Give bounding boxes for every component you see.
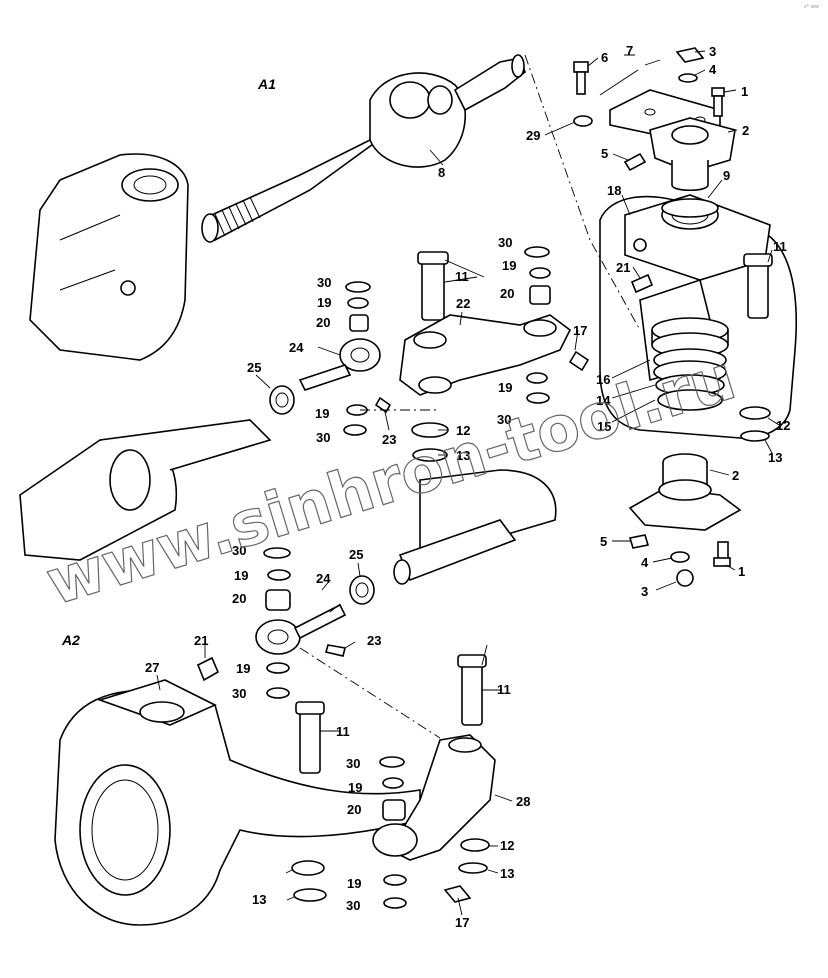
callout-30: 30 bbox=[497, 412, 511, 427]
king-pin-part-11-a2 bbox=[295, 654, 487, 774]
assembly-label-a2: A2 bbox=[61, 632, 80, 648]
leader-lines bbox=[156, 50, 780, 916]
callout-19: 19 bbox=[236, 661, 250, 676]
callout-17: 17 bbox=[455, 915, 469, 930]
callout-4: 4 bbox=[709, 62, 717, 77]
callout-20: 20 bbox=[347, 802, 361, 817]
callout-28: 28 bbox=[516, 794, 530, 809]
callout-19: 19 bbox=[317, 295, 331, 310]
callout-13: 13 bbox=[252, 892, 266, 907]
callout-12: 12 bbox=[500, 838, 514, 853]
callout-15: 15 bbox=[597, 419, 611, 434]
callout-29: 29 bbox=[526, 128, 540, 143]
callout-30: 30 bbox=[346, 898, 360, 913]
callout-27: 27 bbox=[145, 660, 159, 675]
callout-24: 24 bbox=[289, 340, 304, 355]
centerlines bbox=[299, 54, 641, 739]
callout-19: 19 bbox=[498, 380, 512, 395]
washers-bushings-a2 bbox=[263, 547, 490, 909]
callout-11: 11 bbox=[455, 269, 469, 284]
tie-rod-end-part-24-a2 bbox=[255, 603, 347, 655]
nut-part-25-a1 bbox=[269, 385, 295, 415]
callout-3: 3 bbox=[641, 584, 648, 599]
axle-housing-a2 bbox=[19, 419, 557, 585]
nut-part-25-a2 bbox=[349, 575, 375, 605]
callout-11: 11 bbox=[773, 239, 787, 254]
callout-9: 9 bbox=[723, 168, 730, 183]
tie-rod-end-part-24-a1 bbox=[298, 338, 381, 391]
callout-11: 11 bbox=[497, 682, 511, 697]
callout-6: 6 bbox=[601, 50, 608, 65]
steering-arm-part-28 bbox=[372, 734, 496, 861]
steering-arm-part-22 bbox=[399, 314, 572, 396]
callout-5: 5 bbox=[600, 534, 607, 549]
callout-30: 30 bbox=[346, 756, 360, 771]
callout-14: 14 bbox=[596, 393, 611, 408]
callout-30: 30 bbox=[232, 543, 246, 558]
callout-8: 8 bbox=[438, 165, 445, 180]
king-pin-part-11-a1 bbox=[417, 251, 773, 321]
pivot-housing-part-2-top bbox=[649, 117, 736, 192]
callout-20: 20 bbox=[316, 315, 330, 330]
pivot-housing-part-2-bottom bbox=[628, 453, 742, 531]
assembly-label-a1: A1 bbox=[257, 76, 276, 92]
callout-11: 11 bbox=[336, 724, 350, 739]
callout-19: 19 bbox=[348, 780, 362, 795]
callout-22: 22 bbox=[456, 296, 470, 311]
callout-18: 18 bbox=[607, 183, 621, 198]
callout-21: 21 bbox=[194, 633, 208, 648]
callout-20: 20 bbox=[232, 591, 246, 606]
callout-17: 17 bbox=[573, 323, 587, 338]
callout-19: 19 bbox=[347, 876, 361, 891]
callout-13: 13 bbox=[500, 866, 514, 881]
callout-13: 13 bbox=[768, 450, 782, 465]
callout-19: 19 bbox=[315, 406, 329, 421]
callout-19: 19 bbox=[502, 258, 516, 273]
callout-13: 13 bbox=[456, 448, 470, 463]
callout-7: 7 bbox=[626, 43, 633, 58]
callout-2: 2 bbox=[742, 123, 749, 138]
washers-bushings-a1 bbox=[343, 115, 771, 462]
callout-23: 23 bbox=[367, 633, 381, 648]
bearing-stack bbox=[651, 198, 729, 411]
fittings-a2 bbox=[196, 644, 472, 903]
corner-mark: s* ww bbox=[804, 4, 819, 10]
callout-5: 5 bbox=[601, 146, 608, 161]
callout-12: 12 bbox=[456, 423, 470, 438]
callout-3: 3 bbox=[709, 44, 716, 59]
axle-housing-a1 bbox=[29, 153, 189, 361]
callout-24: 24 bbox=[316, 571, 331, 586]
callout-30: 30 bbox=[317, 275, 331, 290]
callout-25: 25 bbox=[349, 547, 363, 562]
callout-25: 25 bbox=[247, 360, 261, 375]
callout-30: 30 bbox=[232, 686, 246, 701]
callout-1: 1 bbox=[738, 564, 745, 579]
callout-2: 2 bbox=[732, 468, 739, 483]
callout-12: 12 bbox=[776, 418, 790, 433]
callout-30: 30 bbox=[498, 235, 512, 250]
callout-30: 30 bbox=[316, 430, 330, 445]
callout-19: 19 bbox=[234, 568, 248, 583]
axle-shaft-part-8 bbox=[201, 54, 526, 243]
callout-16: 16 bbox=[596, 372, 610, 387]
callout-23: 23 bbox=[382, 432, 396, 447]
callout-1: 1 bbox=[741, 84, 748, 99]
callout-labels: 1 1 2 2 3 3 4 4 5 5 6 7 8 9 11 11 11 11 … bbox=[145, 43, 790, 930]
callout-21: 21 bbox=[616, 260, 630, 275]
callout-4: 4 bbox=[641, 555, 649, 570]
callout-20: 20 bbox=[500, 286, 514, 301]
steering-knuckle-part-27 bbox=[54, 679, 421, 926]
